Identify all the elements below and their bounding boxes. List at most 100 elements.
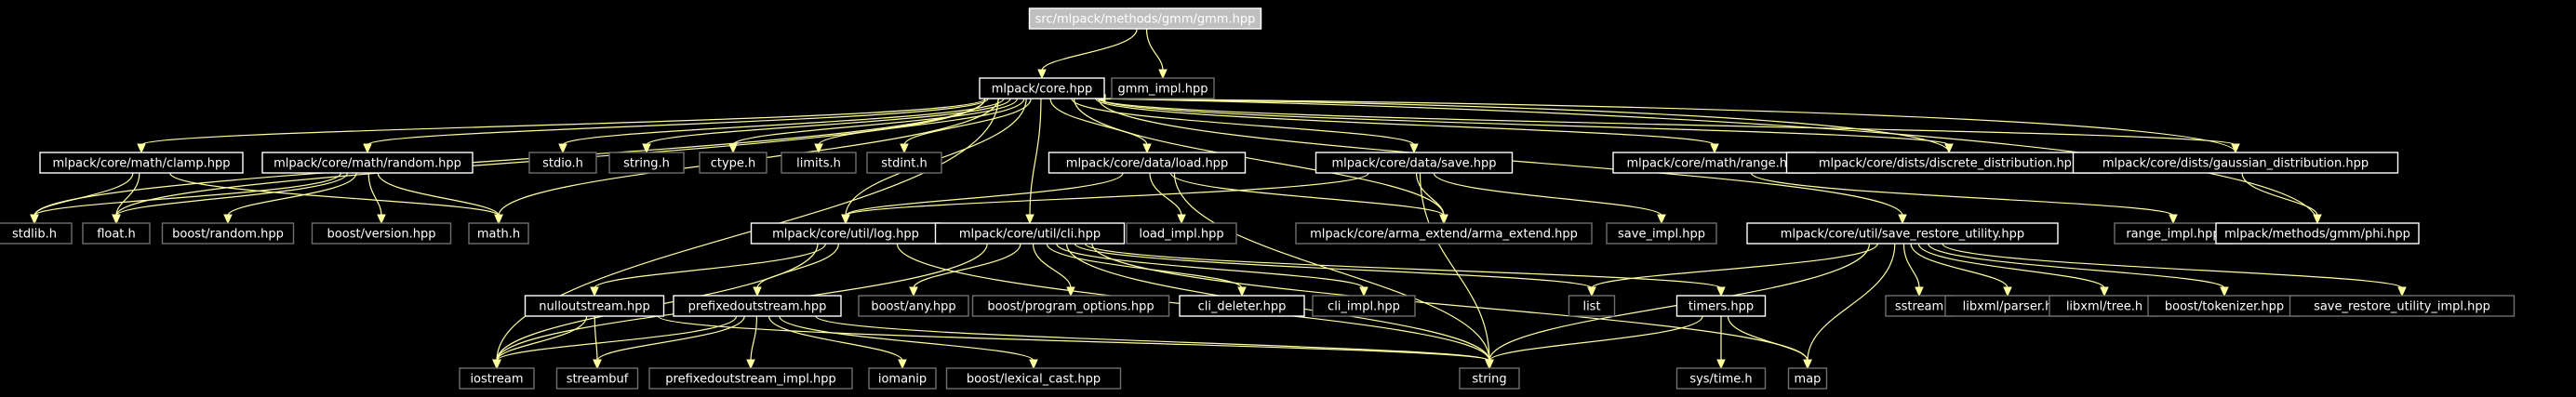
node-box <box>934 222 1126 245</box>
arrowhead <box>558 143 567 154</box>
node-prefixed[interactable]: prefixedoutstream.hpp <box>673 295 842 317</box>
node-label: mlpack/core.hpp <box>992 83 1093 97</box>
node-cli-deleter[interactable]: cli_deleter.hpp <box>1179 295 1305 317</box>
edge-range-to-range-impl <box>1750 172 2178 225</box>
arrowhead <box>1716 286 1726 298</box>
edge-line <box>1029 98 1042 217</box>
edge-line <box>779 315 1034 362</box>
edge-line <box>594 243 826 289</box>
edge-sru-to-sru-impl <box>1942 243 2407 298</box>
edge-line <box>1073 98 1445 217</box>
node-libxml-tree: libxml/tree.h <box>2049 295 2160 317</box>
edge-timers-to-string <box>1485 315 1703 370</box>
node-boost-version: boost/version.hpp <box>311 222 452 245</box>
edge-core-to-load <box>1049 98 1152 154</box>
node-label: limits.h <box>796 157 841 171</box>
edge-line <box>1910 243 2009 289</box>
edge-line <box>1103 98 2236 153</box>
node-label: mlpack/methods/gmm/phi.hpp <box>2224 228 2410 242</box>
node-iostream: iostream <box>459 367 535 390</box>
arrowhead <box>112 214 121 225</box>
node-cli[interactable]: mlpack/core/util/cli.hpp <box>934 222 1126 245</box>
node-box <box>1459 367 1520 390</box>
edge-line <box>646 98 1011 146</box>
node-box <box>2215 222 2420 245</box>
node-log[interactable]: mlpack/core/util/log.hpp <box>750 222 941 245</box>
node-label: mlpack/core/dists/gaussian_distribution.… <box>2102 157 2369 171</box>
edge-line <box>1942 243 2403 289</box>
edge-line <box>33 172 134 217</box>
node-box <box>161 222 295 245</box>
arrowhead <box>593 359 602 370</box>
node-box <box>1312 295 1416 317</box>
node-cli-impl: cli_impl.hpp <box>1312 295 1416 317</box>
node-boost-random: boost/random.hpp <box>161 222 295 245</box>
node-gmm[interactable]: src/mlpack/methods/gmm/gmm.hpp <box>1028 7 1262 30</box>
arrowhead <box>1485 359 1494 370</box>
node-arma-extend: mlpack/core/arma_extend/arma_extend.hpp <box>1295 222 1593 245</box>
edge-line <box>1091 243 1809 362</box>
node-clamp[interactable]: mlpack/core/math/clamp.hpp <box>39 152 244 174</box>
arrowhead <box>1158 69 1168 80</box>
node-math: math.h <box>468 222 529 245</box>
node-box <box>699 152 767 174</box>
arrowhead <box>1898 214 1907 225</box>
arrowhead <box>753 286 762 298</box>
node-save[interactable]: mlpack/core/data/save.hpp <box>1315 152 1514 174</box>
edge-line <box>1032 243 1072 289</box>
edge-line <box>1433 172 1662 217</box>
node-boost-tokenizer: boost/tokenizer.hpp <box>2147 295 2302 317</box>
node-gmm-impl: gmm_impl.hpp <box>1111 77 1215 99</box>
node-box <box>971 295 1170 317</box>
node-box <box>781 152 857 174</box>
arrowhead <box>223 214 233 225</box>
node-label: load_impl.hpp <box>1139 228 1223 242</box>
arrowhead <box>1716 359 1726 370</box>
node-string-h: string.h <box>608 152 685 174</box>
arrowhead <box>363 143 372 154</box>
edge-sru-to-libxml-tree <box>1917 243 2109 298</box>
arrowhead <box>590 286 599 298</box>
node-load[interactable]: mlpack/core/data/load.hpp <box>1048 152 1247 174</box>
edge-core-to-stdio <box>558 98 1005 154</box>
node-label: stdlib.h <box>12 228 57 242</box>
node-label: boost/lexical_cast.hpp <box>967 373 1101 387</box>
node-label: boost/program_options.hpp <box>987 300 1154 314</box>
node-phi[interactable]: mlpack/methods/gmm/phi.hpp <box>2215 222 2420 245</box>
edge-load-to-arma-extend <box>1169 172 1448 225</box>
node-streambuf: streambuf <box>555 367 639 390</box>
arrowhead <box>1029 359 1038 370</box>
node-box <box>648 367 853 390</box>
edge-cli-to-cli-impl <box>1056 243 1368 298</box>
arrowhead <box>898 359 907 370</box>
node-range[interactable]: mlpack/core/math/range.hpp <box>1612 152 1817 174</box>
node-label: range_impl.hpp <box>2126 228 2220 242</box>
node-box <box>1028 7 1262 30</box>
edge-line <box>1084 243 1722 289</box>
node-timers[interactable]: timers.hpp <box>1675 295 1767 317</box>
arrowhead <box>1142 143 1152 154</box>
edge-random-to-stdlib <box>30 172 341 225</box>
node-discrete[interactable]: mlpack/core/dists/discrete_distribution.… <box>1785 152 2113 174</box>
node-gaussian[interactable]: mlpack/core/dists/gaussian_distribution.… <box>2072 152 2399 174</box>
node-label: mlpack/core/dists/discrete_distribution.… <box>1819 157 2079 171</box>
node-core[interactable]: mlpack/core.hpp <box>979 77 1105 99</box>
node-box <box>0 222 73 245</box>
edge-sru-to-libxml-parser <box>1910 243 2012 298</box>
node-label: cli_impl.hpp <box>1328 300 1400 314</box>
node-random[interactable]: mlpack/core/math/random.hpp <box>261 152 474 174</box>
edge-line <box>756 243 839 289</box>
edge-line <box>1419 172 1490 362</box>
edge-random-to-float <box>112 172 348 225</box>
edge-line <box>845 172 1124 217</box>
node-sru[interactable]: mlpack/core/util/save_restore_utility.hp… <box>1746 222 2059 245</box>
edge-cli-to-boost-po <box>1032 243 1075 298</box>
edge-gaussian-to-core <box>1095 94 2236 153</box>
edge-line <box>1173 172 1490 362</box>
node-box <box>2289 295 2516 317</box>
node-nullout[interactable]: nulloutstream.hpp <box>524 295 665 317</box>
node-box <box>1048 152 1247 174</box>
edge-line <box>1169 172 1445 217</box>
edge-line <box>1098 98 1950 146</box>
edge-line <box>1056 243 1365 289</box>
